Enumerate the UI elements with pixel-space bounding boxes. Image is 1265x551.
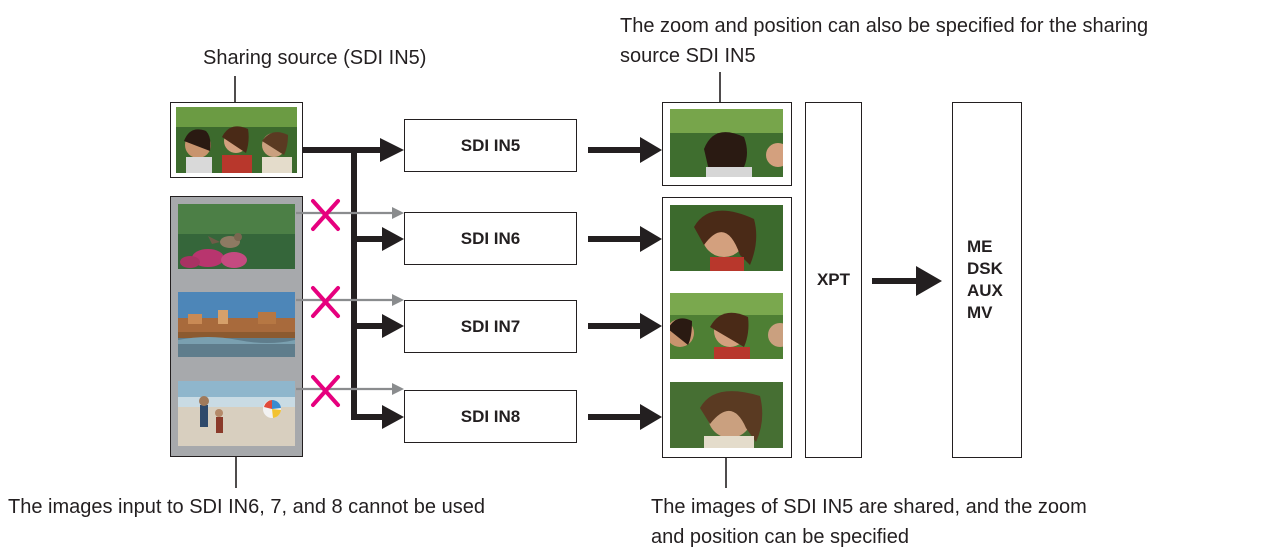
destination-mv: MV [967, 303, 993, 322]
bird-on-flowers-photo [178, 204, 295, 269]
pink-x-icon [311, 286, 340, 318]
callout-zoom-position-line1: The zoom and position can also be specif… [620, 15, 1149, 37]
callout-cannot-be-used: The images input to SDI IN6, 7, and 8 ca… [8, 496, 485, 518]
xpt-box: XPT [805, 102, 862, 458]
destination-aux: AUX [967, 281, 1003, 300]
arrowhead-in6-out [640, 226, 662, 252]
sdi-in5-box: SDI IN5 [404, 119, 577, 172]
arrowhead-in7-out [640, 313, 662, 339]
shared-output-photo-3 [670, 382, 783, 448]
beach-family-ball-photo [178, 381, 295, 446]
callout-shared-line2: and position can be specified [651, 526, 909, 548]
sdi-in6-box: SDI IN6 [404, 212, 577, 265]
callout-shared-line1: The images of SDI IN5 are shared, and th… [651, 496, 1087, 518]
arrowhead-in8-out [640, 404, 662, 430]
three-women-photo [176, 107, 297, 173]
pink-x-icon [311, 375, 340, 407]
arrowhead-in5-out [640, 137, 662, 163]
destination-me: ME [967, 237, 993, 256]
callout-sharing-source: Sharing source (SDI IN5) [203, 47, 427, 69]
shared-output-photo-2 [670, 293, 783, 359]
pink-x-icon [311, 199, 340, 231]
sdi-in7-box: SDI IN7 [404, 300, 577, 353]
shared-output-photo-1 [670, 205, 783, 271]
arrowhead-in6 [382, 227, 404, 251]
destinations-box: ME DSK AUX MV [952, 102, 1022, 458]
sdi-in8-box: SDI IN8 [404, 390, 577, 443]
arrowhead-in5 [380, 138, 404, 162]
arrowhead-xpt-dest [916, 266, 942, 296]
sdi-in5-output-photo [670, 109, 783, 177]
city-river-bridge-photo [178, 292, 295, 357]
arrowhead-in8 [382, 405, 404, 429]
arrowhead-in7 [382, 314, 404, 338]
destination-dsk: DSK [967, 259, 1003, 278]
callout-zoom-position-line2: source SDI IN5 [620, 45, 756, 67]
